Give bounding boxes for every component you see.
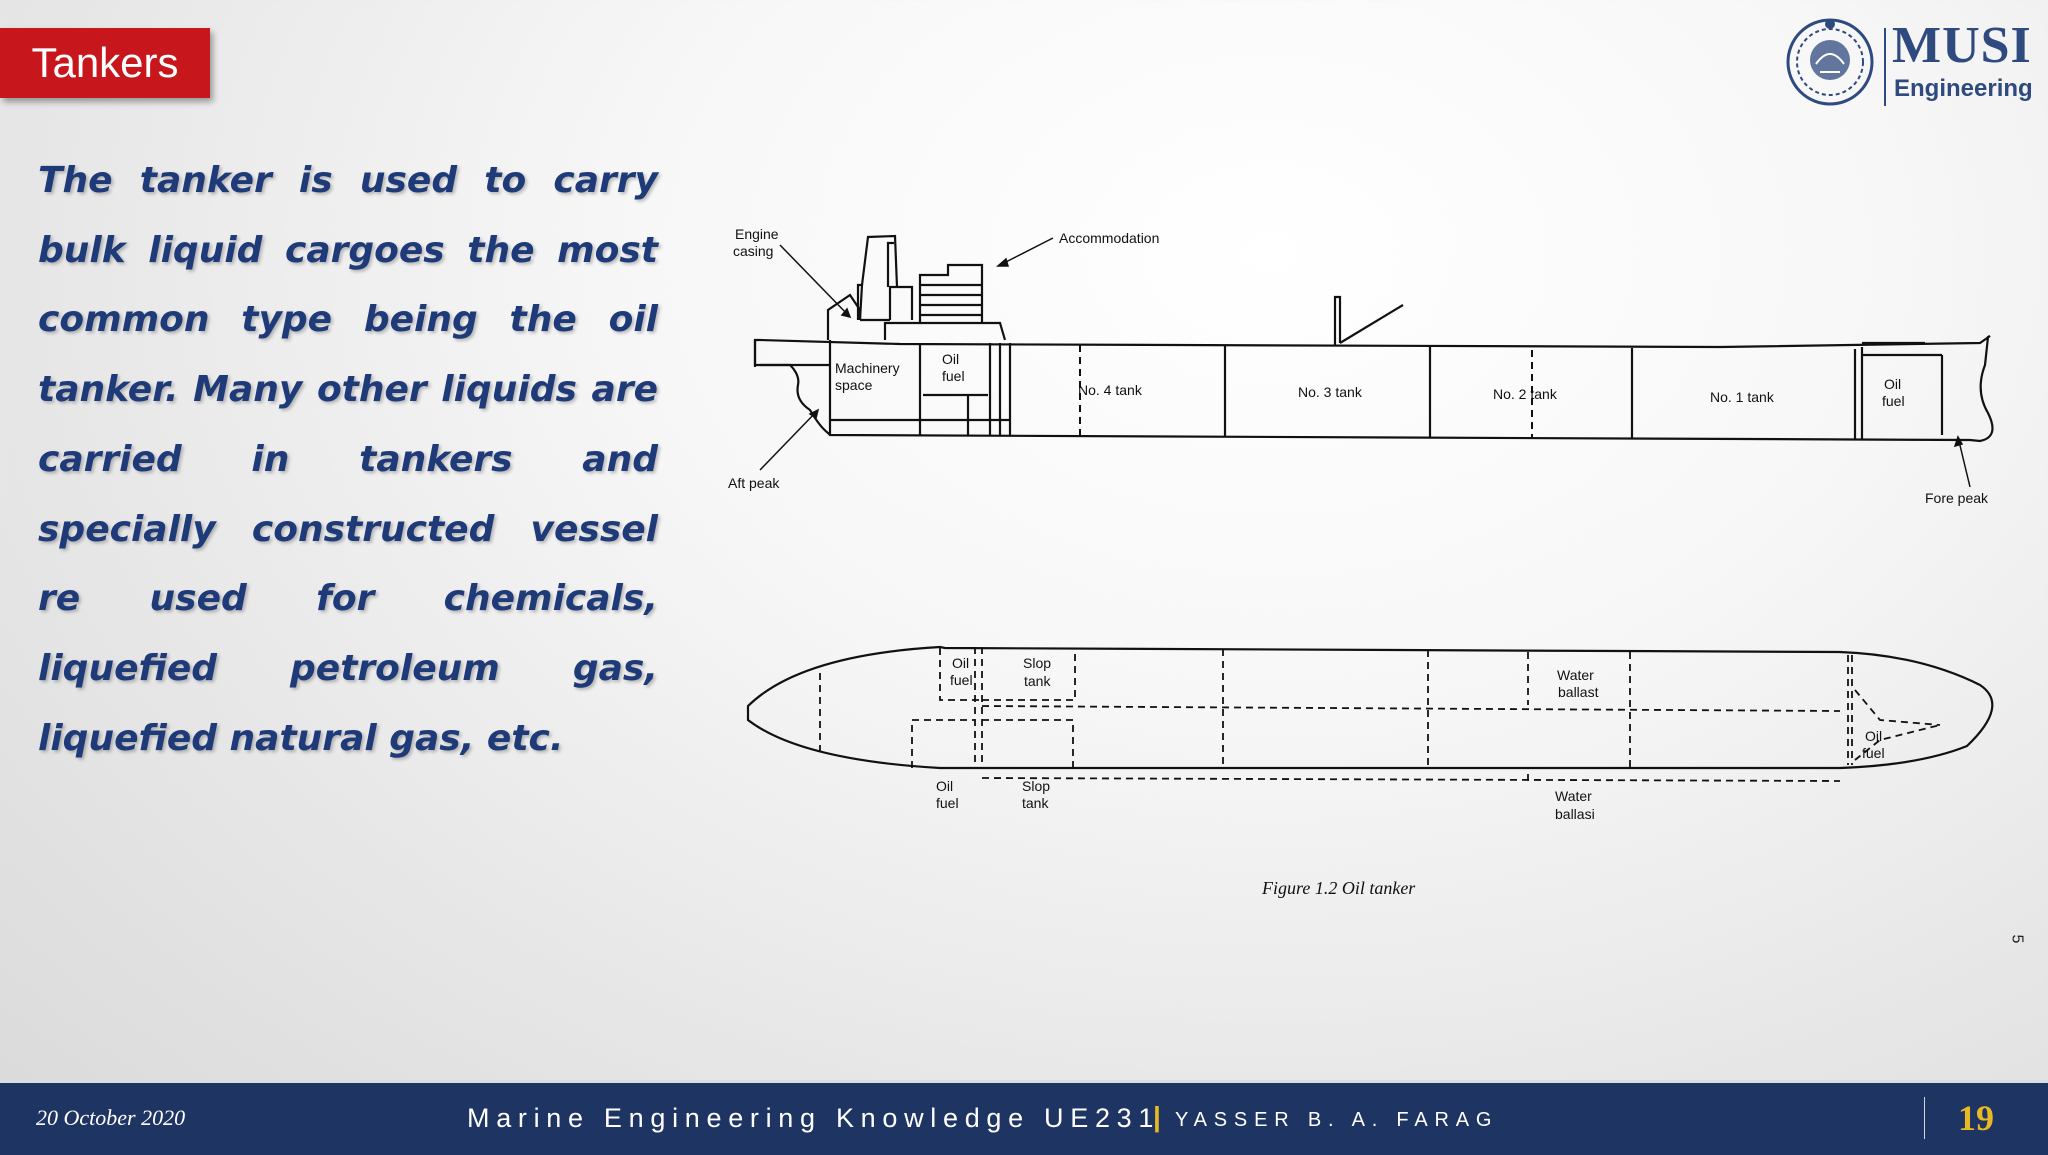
page-number: 19 <box>1958 1098 1994 1138</box>
label-engine-casing-2: casing <box>733 243 773 259</box>
label-fore-oil: Oil <box>1884 376 1901 392</box>
label-accommodation: Accommodation <box>1059 230 1159 246</box>
label-plan-oil-fore: Oil <box>1865 728 1882 744</box>
label-plan-oil-top: Oil <box>952 655 969 671</box>
side-hull <box>753 335 1994 443</box>
footer-divider <box>1924 1097 1925 1139</box>
label-engine-oil: Oil <box>942 351 959 367</box>
label-tank-1: No. 1 tank <box>1710 389 1775 405</box>
footer-course-title: Marine Engineering Knowledge UE231 <box>467 1103 1161 1133</box>
label-tank-2: No. 2 tank <box>1493 386 1558 402</box>
footer-separator: | <box>1153 1101 1161 1132</box>
footer-bar: 20 October 2020 Marine Engineering Knowl… <box>0 1080 2048 1155</box>
label-plan-oil-bottom: Oil <box>936 778 953 794</box>
logo-subtitle: Engineering <box>1894 75 2033 102</box>
label-engine-casing-1: Engine <box>735 226 779 242</box>
label-aft-peak: Aft peak <box>728 475 780 491</box>
logo-name: MUSI <box>1892 17 2032 74</box>
figure-side-number: 5 <box>2008 934 2026 944</box>
label-fore-fuel: fuel <box>1882 393 1905 409</box>
label-plan-tank-bottom: tank <box>1022 795 1049 811</box>
logo-divider <box>1884 28 1886 106</box>
footer-author: YASSER B. A. FARAG <box>1175 1109 1499 1131</box>
label-plan-slop-bottom: Slop <box>1022 778 1050 794</box>
label-plan-water-bottom: Water <box>1555 788 1592 804</box>
footer-date: 20 October 2020 <box>36 1105 186 1130</box>
body-paragraph: The tanker is used to carry bulk liquid … <box>38 160 658 759</box>
oil-tanker-diagram: Engine casing Accommodation Machinery sp… <box>728 226 1994 822</box>
emblem-icon <box>1786 18 1874 106</box>
label-machinery-1: Machinery <box>835 360 900 376</box>
plan-hull <box>746 645 1994 770</box>
label-tank-4: No. 4 tank <box>1078 382 1143 398</box>
label-plan-fuel-bottom: fuel <box>936 795 959 811</box>
label-plan-slop-top: Slop <box>1023 655 1051 671</box>
figure-caption: Figure 1.2 Oil tanker <box>1262 878 1416 898</box>
label-fore-peak: Fore peak <box>1925 490 1989 506</box>
label-tank-3: No. 3 tank <box>1298 384 1363 400</box>
label-plan-ballast-top: ballast <box>1558 684 1599 700</box>
label-machinery-2: space <box>835 377 873 393</box>
label-plan-fuel-top: fuel <box>950 672 973 688</box>
label-plan-ballast-bottom: ballasi <box>1555 806 1595 822</box>
label-plan-tank-top: tank <box>1024 673 1051 689</box>
musi-logo: MUSI Engineering <box>1782 14 2033 110</box>
slide-title: Tankers <box>31 39 179 86</box>
slide-title-box: Tankers <box>0 28 210 98</box>
label-plan-water-top: Water <box>1557 667 1594 683</box>
label-engine-fuel: fuel <box>942 368 965 384</box>
label-plan-fuel-fore: fuel <box>1862 745 1885 761</box>
